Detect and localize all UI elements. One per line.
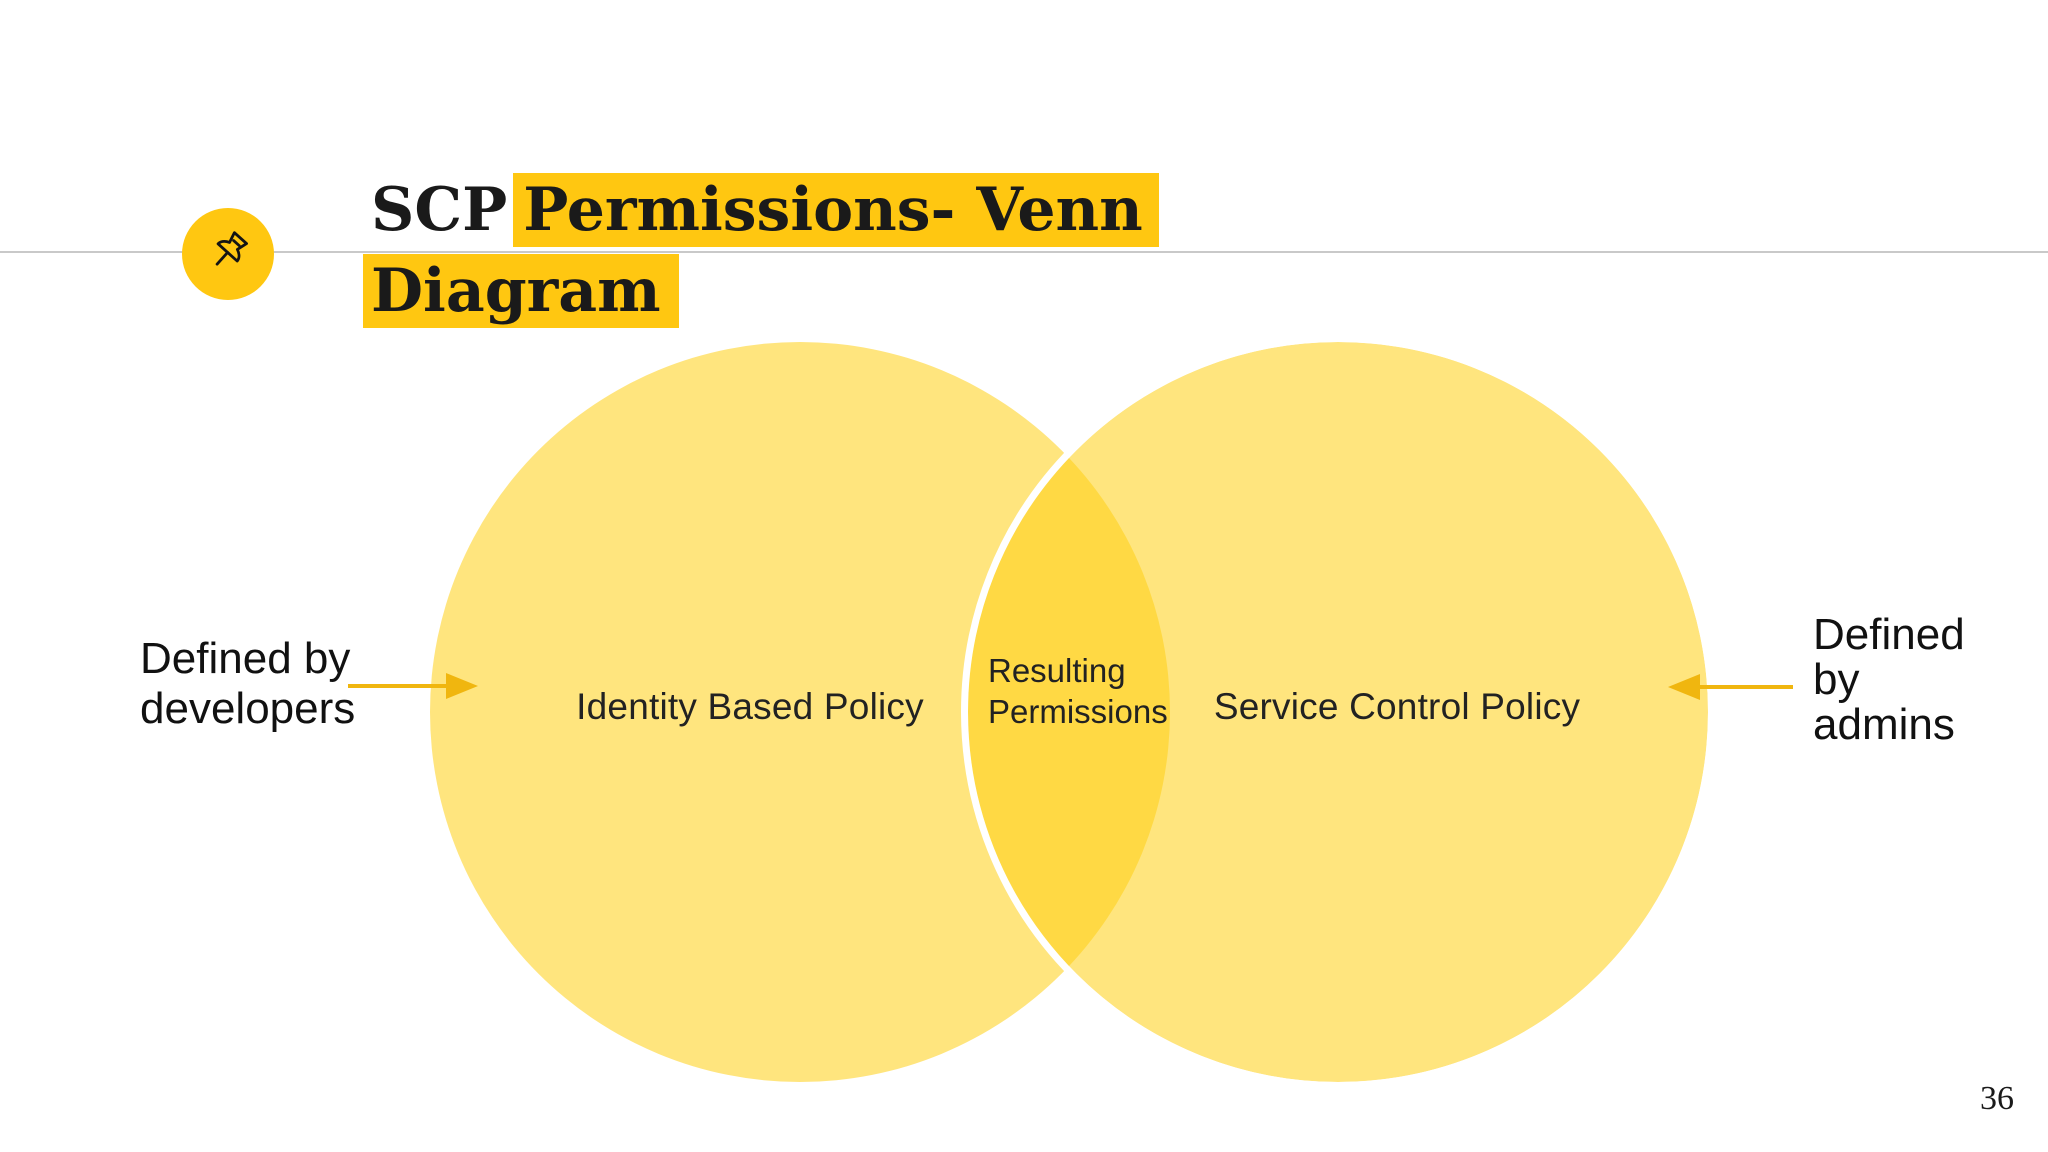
venn-right-label: Service Control Policy — [1213, 686, 1581, 727]
left-annotation: Defined by developers — [140, 634, 355, 734]
right-annotation-line1: Defined — [1813, 610, 1965, 659]
right-arrow-head-icon — [1668, 674, 1700, 700]
title-highlight-line1: Permissions- Venn — [513, 173, 1159, 247]
pin-badge — [182, 208, 274, 300]
left-arrow-head-icon — [446, 673, 478, 699]
venn-circle-right — [961, 335, 1715, 1089]
left-arrow-shaft — [348, 684, 452, 688]
overlap-label-line2: Permissions — [988, 693, 1168, 730]
horizontal-divider — [0, 251, 2048, 253]
venn-left-label: Identity Based Policy — [576, 686, 924, 727]
left-annotation-line1: Defined by — [140, 634, 351, 683]
title-highlight-line2: Diagram — [363, 254, 679, 328]
page-number: 36 — [1980, 1080, 2014, 1117]
pushpin-icon — [200, 224, 256, 285]
venn-overlap-label: Resulting Permissions — [988, 650, 1168, 732]
right-annotation-line3: admins — [1813, 700, 1955, 749]
left-annotation-line2: developers — [140, 684, 356, 733]
right-annotation: Defined by admins — [1813, 612, 1965, 747]
right-annotation-line2: by — [1813, 655, 1860, 704]
right-arrow-shaft — [1694, 685, 1793, 689]
title-line-2: Diagram — [363, 251, 1159, 332]
overlap-label-line1: Resulting — [988, 652, 1126, 689]
title-prefix: SCP — [363, 173, 514, 247]
